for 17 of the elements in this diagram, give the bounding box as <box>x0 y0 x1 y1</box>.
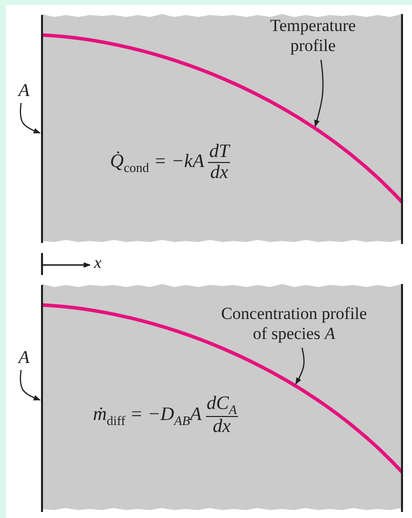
area-label: A <box>17 80 31 101</box>
fraction-numerator: dC$_{A}$ <box>206 394 238 418</box>
area-label: A <box>17 347 31 368</box>
callout-text: Temperature profile <box>258 16 368 57</box>
leader-line <box>20 370 41 401</box>
slab-panel <box>42 12 402 244</box>
equation: ṁ$_{diff}$ = −D$_{AB}$A <box>93 404 202 429</box>
fraction-denominator: dx <box>209 162 230 184</box>
fraction-numerator: dT <box>208 142 230 163</box>
leader-line <box>314 60 324 128</box>
slab-panel <box>42 282 402 512</box>
leader-line <box>295 348 305 385</box>
fraction-denominator: dx <box>212 417 232 438</box>
equation: Q̇$_{cond}$ = −kA <box>110 150 204 176</box>
leader-line <box>20 102 41 134</box>
callout-text: Concentration profile of species A <box>214 304 374 345</box>
axis-label: x <box>94 253 102 273</box>
